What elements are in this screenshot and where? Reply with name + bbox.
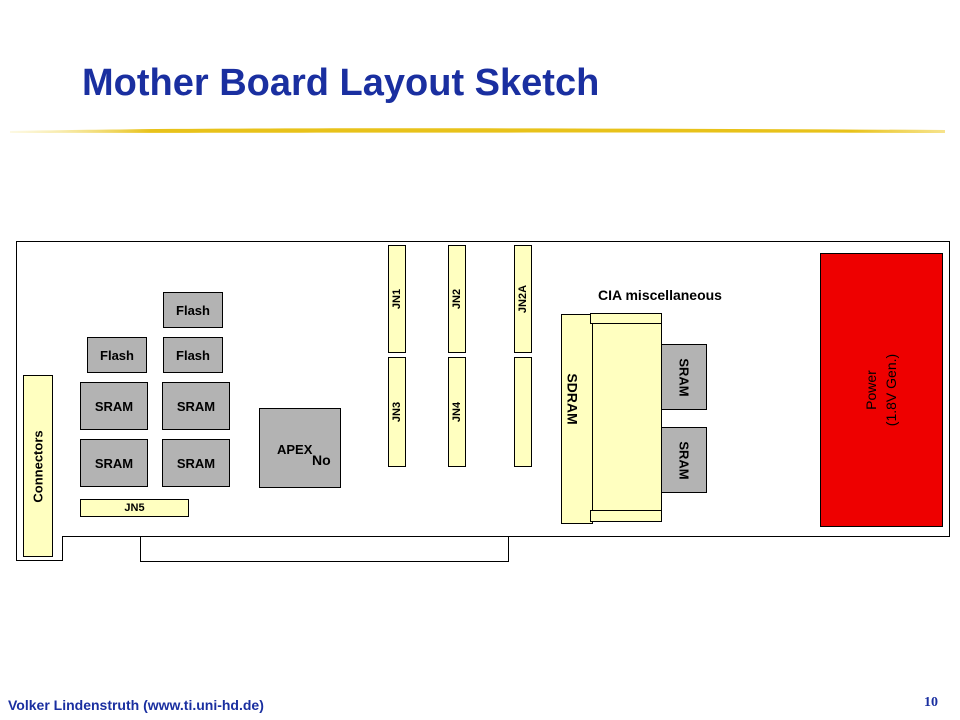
flash-chip-left: Flash	[87, 337, 147, 373]
power-supply: Power (1.8V Gen.)	[820, 253, 943, 527]
cia-frame-top-bar	[590, 313, 662, 324]
slide-title: Mother Board Layout Sketch	[82, 62, 600, 104]
apex-fpga: APEX No	[259, 408, 341, 488]
jn2-connector: JN2	[448, 245, 466, 353]
jn5-connector: JN5	[80, 499, 189, 517]
connectors-label: Connectors	[30, 429, 46, 503]
sram-chip-1: SRAM	[80, 382, 148, 430]
power-label: Power (1.8V Gen.)	[862, 354, 902, 426]
sram-right-1-label: SRAM	[676, 357, 692, 397]
jn3-connector: JN3	[388, 357, 406, 467]
flash-chip-right: Flash	[163, 337, 223, 373]
sdram-module: SDRAM	[561, 314, 593, 524]
footer-author: Volker Lindenstruth (www.ti.uni-hd.de)	[8, 697, 264, 713]
cia-frame	[592, 322, 662, 516]
flash-chip-top: Flash	[163, 292, 223, 328]
jn2a-label: JN2A	[517, 284, 529, 314]
cia-frame-bottom-bar	[590, 510, 662, 522]
power-label-line1: Power	[863, 370, 880, 410]
sram-right-2-label: SRAM	[676, 440, 692, 480]
sram-chip-4: SRAM	[162, 439, 230, 487]
sram-chip-2: SRAM	[162, 382, 230, 430]
sram-right-1: SRAM	[661, 344, 707, 410]
jn1-connector: JN1	[388, 245, 406, 353]
page-number: 10	[924, 695, 938, 710]
apex-note: No	[312, 452, 331, 468]
sram-chip-3: SRAM	[80, 439, 148, 487]
power-label-line2: (1.8V Gen.)	[883, 353, 900, 427]
jn2a-connector: JN2A	[514, 245, 532, 353]
jn4-label: JN4	[451, 401, 463, 423]
board-outline	[16, 241, 950, 537]
cia-label: CIA miscellaneous	[598, 287, 722, 303]
unlabeled-connector	[514, 357, 532, 467]
sram-right-2: SRAM	[661, 427, 707, 493]
jn4-connector: JN4	[448, 357, 466, 467]
jn1-label: JN1	[391, 288, 403, 310]
sdram-label: SDRAM	[564, 373, 581, 425]
board-pci-edge	[140, 536, 509, 562]
jn2-label: JN2	[451, 288, 463, 310]
title-underline	[10, 128, 945, 133]
connectors-block: Connectors	[23, 375, 53, 557]
apex-label: APEX	[277, 442, 313, 457]
jn3-label: JN3	[391, 401, 403, 423]
